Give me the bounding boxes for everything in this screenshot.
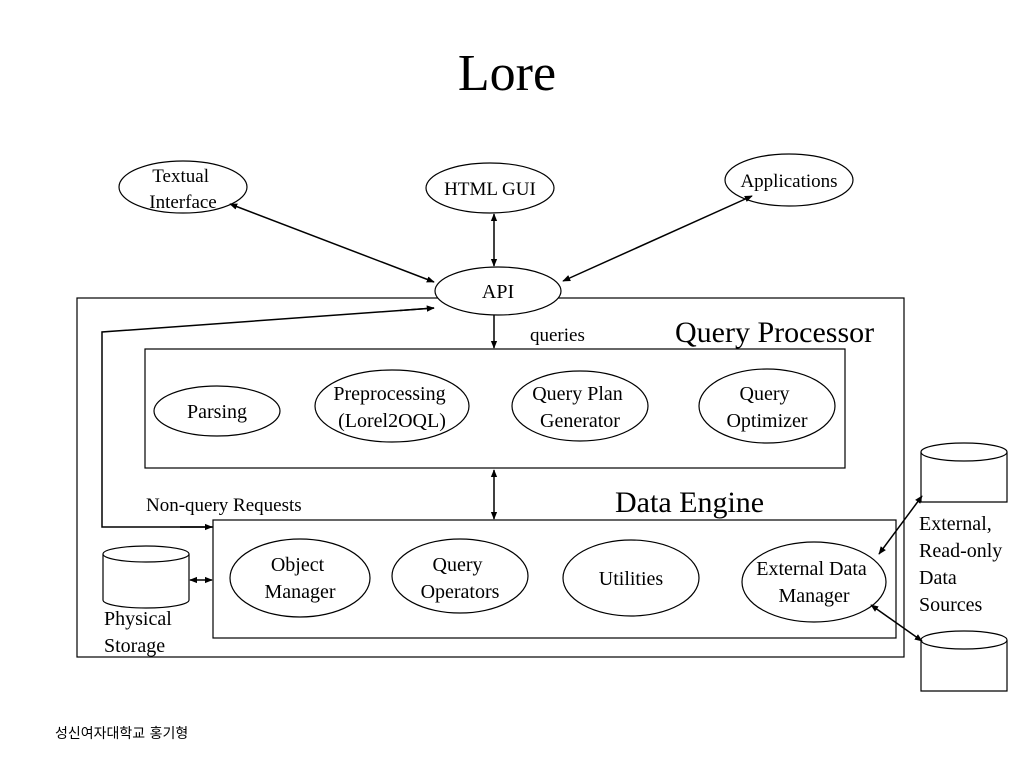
external-sources-label: External, Read-only Data Sources: [919, 513, 1007, 616]
api-node: [434, 266, 562, 316]
applications-node: [724, 153, 854, 207]
data-engine-label: Data Engine: [615, 486, 764, 519]
external-source-cylinder-top: [920, 442, 1008, 503]
query-plan-generator-node: [511, 370, 649, 442]
textual-interface-label: Textual Interface: [149, 166, 217, 213]
api-label: API: [482, 281, 514, 303]
html-gui-label: HTML GUI: [444, 179, 536, 200]
utilities-label: Utilities: [599, 568, 664, 590]
query-operators-label: Query Operators: [421, 554, 500, 603]
textual-interface-node: [118, 160, 248, 214]
non-query-label: Non-query Requests: [146, 495, 302, 516]
footer-credit: 성신여자대학교 홍기형: [55, 726, 188, 742]
object-manager-label: Object Manager: [264, 554, 335, 603]
query-optimizer-node: [698, 368, 836, 444]
applications-api-arrow: [562, 195, 753, 282]
parsing-label: Parsing: [187, 401, 247, 423]
non-query-arrowhead-api: [399, 305, 435, 312]
query-plan-generator-label: Query Plan Generator: [532, 383, 628, 432]
non-query-line: [101, 307, 435, 528]
query-processor-label: Query Processor: [675, 316, 874, 349]
external-data-manager-node: [741, 541, 887, 623]
utilities-node: [562, 539, 700, 617]
external-bottom-arrow: [870, 604, 923, 642]
preprocessing-label: Preprocessing (Lorel2OQL): [333, 383, 450, 432]
query-operators-node: [391, 538, 529, 614]
queries-label: queries: [530, 325, 585, 346]
external-data-manager-label: External Data Manager: [756, 558, 872, 607]
physical-storage-label: Physical Storage: [104, 608, 177, 657]
external-source-cylinder-bottom: [920, 630, 1008, 692]
data-engine-box: [212, 519, 897, 639]
physical-storage-cylinder: [102, 545, 190, 609]
object-manager-node: [229, 538, 371, 618]
external-top-arrow: [878, 495, 923, 555]
query-processor-box: [144, 348, 846, 469]
preprocessing-node: [314, 369, 470, 443]
textual-api-arrow: [229, 203, 435, 283]
applications-label: Applications: [740, 171, 837, 192]
page-title: Lore: [458, 45, 556, 102]
parsing-node: [153, 385, 281, 437]
query-optimizer-label: Query Optimizer: [726, 383, 807, 432]
html-gui-node: [425, 162, 555, 214]
